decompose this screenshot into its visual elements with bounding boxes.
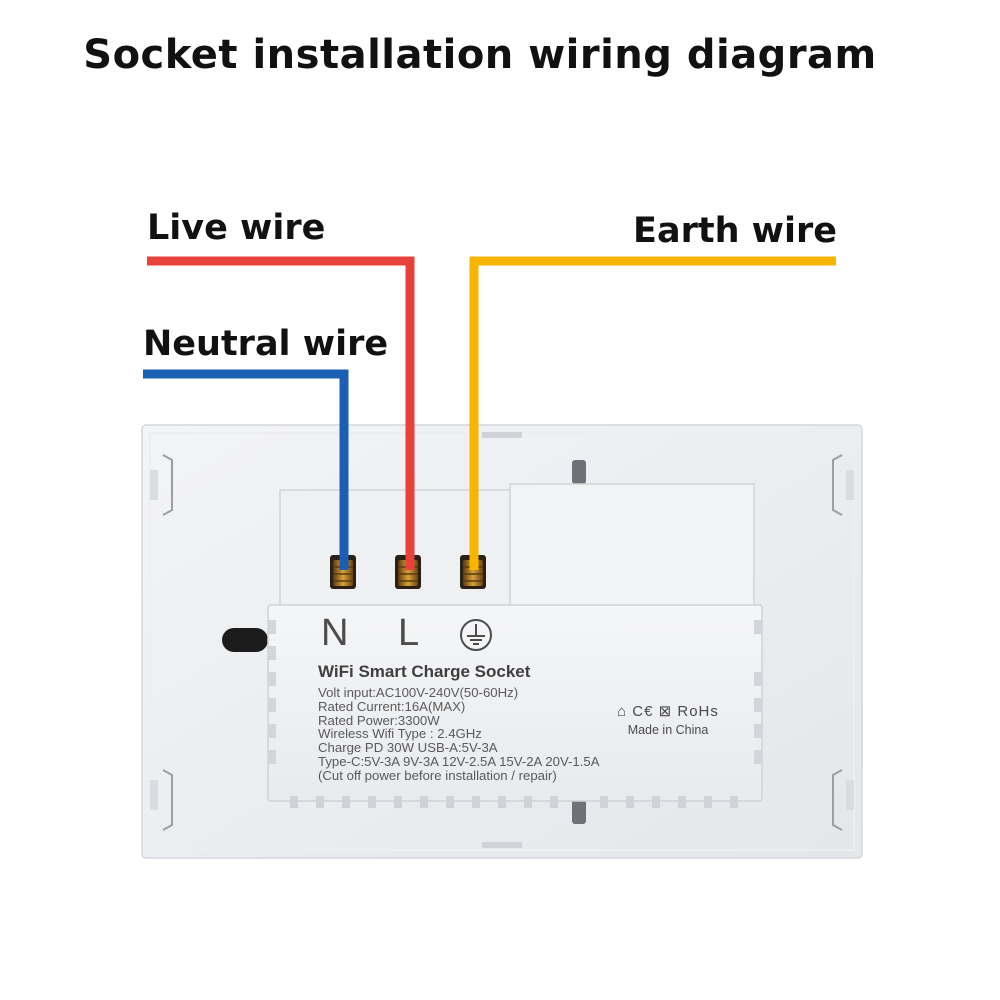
earth-wire — [469, 256, 836, 570]
product-name: WiFi Smart Charge Socket — [318, 662, 531, 681]
product-label: WiFi Smart Charge Socket Volt input:AC10… — [318, 662, 768, 783]
certification-marks: ⌂ C€ ⊠ RoHs Made in China — [608, 702, 728, 737]
spec-line: Type-C:5V-3A 9V-3A 12V-2.5A 15V-2A 20V-1… — [318, 753, 600, 769]
earth-ground-icon — [460, 619, 492, 651]
certification-symbols: ⌂ C€ ⊠ RoHs — [617, 703, 719, 720]
neutral-wire — [143, 369, 349, 570]
live-wire-label: Live wire — [147, 208, 326, 248]
terminal-housing — [267, 483, 763, 808]
earth-wire-label: Earth wire — [633, 211, 837, 251]
neutral-wire-label: Neutral wire — [143, 324, 389, 364]
spec-line: (Cut off power before installation / rep… — [318, 767, 557, 783]
terminal-label-n: N — [321, 612, 349, 654]
page-title: Socket installation wiring diagram — [83, 32, 877, 78]
spec-line: Rated Current:16A(MAX) — [318, 698, 466, 714]
made-in-label: Made in China — [627, 723, 709, 737]
spec-line: Rated Power:3300W — [318, 712, 440, 728]
terminal-label-l: L — [398, 612, 420, 654]
spec-line: Charge PD 30W USB-A:5V-3A — [318, 740, 498, 756]
spec-line: Wireless Wifi Type : 2.4GHz — [318, 726, 482, 742]
live-wire — [147, 256, 415, 570]
spec-line: Volt input:AC100V-240V(50-60Hz) — [318, 685, 519, 700]
